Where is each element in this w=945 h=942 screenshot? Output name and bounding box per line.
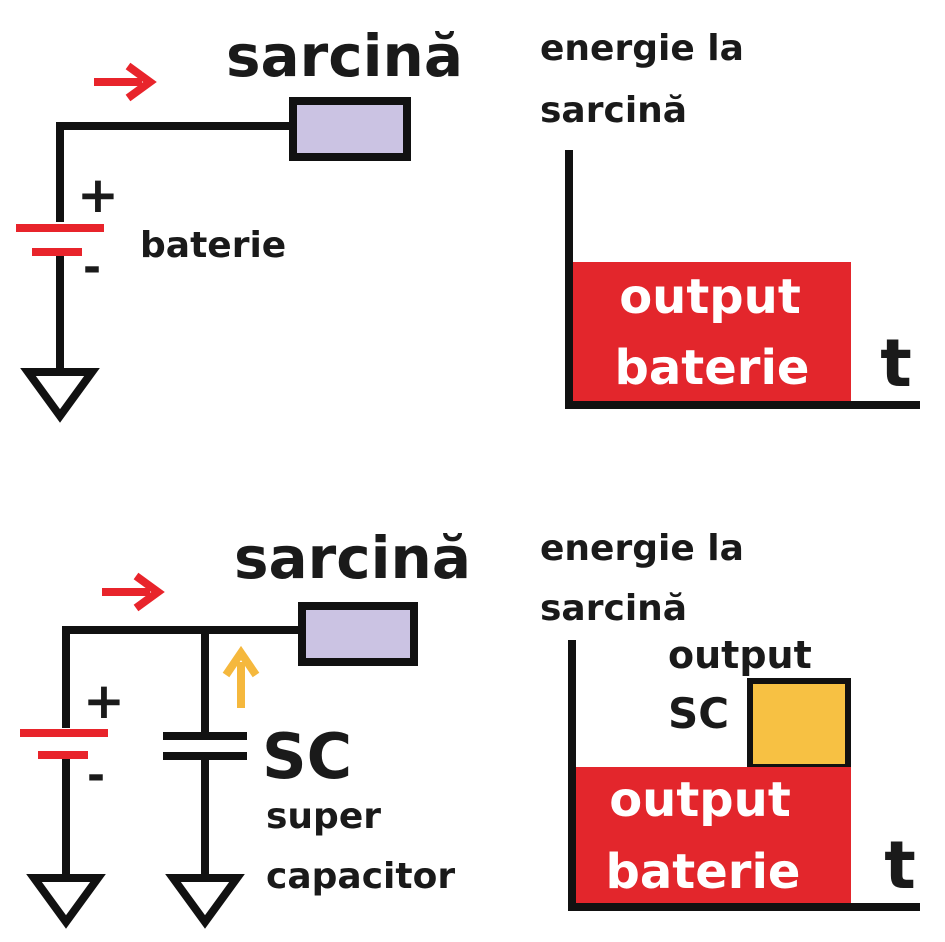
bottom-graph-axes <box>568 640 920 911</box>
top-battery-output-block <box>571 262 851 405</box>
top-energy-graph: energie la sarcină output baterie t <box>540 28 920 409</box>
top-battery-label: baterie <box>140 225 286 266</box>
bottom-battery-ground-icon <box>26 874 106 929</box>
bottom-circuit: sarcină + - SC super capacitor <box>20 524 471 929</box>
bottom-graph-title-line1: energie la <box>540 528 744 569</box>
bottom-minus-sign: - <box>87 750 105 801</box>
top-minus-sign: - <box>83 242 101 293</box>
sc-desc-line1: super <box>266 796 381 837</box>
bottom-battery-output-line1: output <box>609 772 791 828</box>
top-load-resistor <box>289 97 411 161</box>
sc-output-line1: output <box>668 633 812 677</box>
bottom-graph-title-line2: sarcină <box>540 588 687 629</box>
top-ground-icon <box>20 368 100 423</box>
bottom-time-label: t <box>884 827 916 904</box>
bottom-battery-output-block <box>574 767 851 907</box>
top-time-label: t <box>880 325 912 402</box>
top-current-arrow-icon <box>94 62 157 102</box>
bottom-load-label: sarcină <box>234 524 471 592</box>
sc-current-arrow-icon <box>222 645 260 708</box>
sc-label: SC <box>262 720 352 793</box>
top-graph-title-line1: energie la <box>540 28 744 69</box>
bottom-energy-graph: energie la sarcină output SC output bate… <box>540 528 920 911</box>
bottom-capacitor-ground-icon <box>165 874 245 929</box>
top-plus-sign: + <box>77 166 119 224</box>
top-wire <box>56 122 293 222</box>
bottom-load-resistor <box>298 602 418 666</box>
sc-desc-line2: capacitor <box>266 856 455 897</box>
bottom-current-arrow-icon <box>102 572 165 612</box>
top-battery-output-line1: output <box>619 269 801 325</box>
bottom-wire <box>62 626 302 728</box>
top-load-label: sarcină <box>226 22 463 90</box>
top-battery-output-line2: baterie <box>615 340 810 396</box>
top-graph-title-line2: sarcină <box>540 90 687 131</box>
bottom-battery-output-line2: baterie <box>606 844 801 900</box>
sc-output-line2: SC <box>668 689 729 738</box>
top-circuit: sarcină + - baterie <box>16 22 463 423</box>
sc-output-block <box>747 678 851 770</box>
top-graph-axes <box>565 150 920 409</box>
bottom-plus-sign: + <box>83 672 125 730</box>
